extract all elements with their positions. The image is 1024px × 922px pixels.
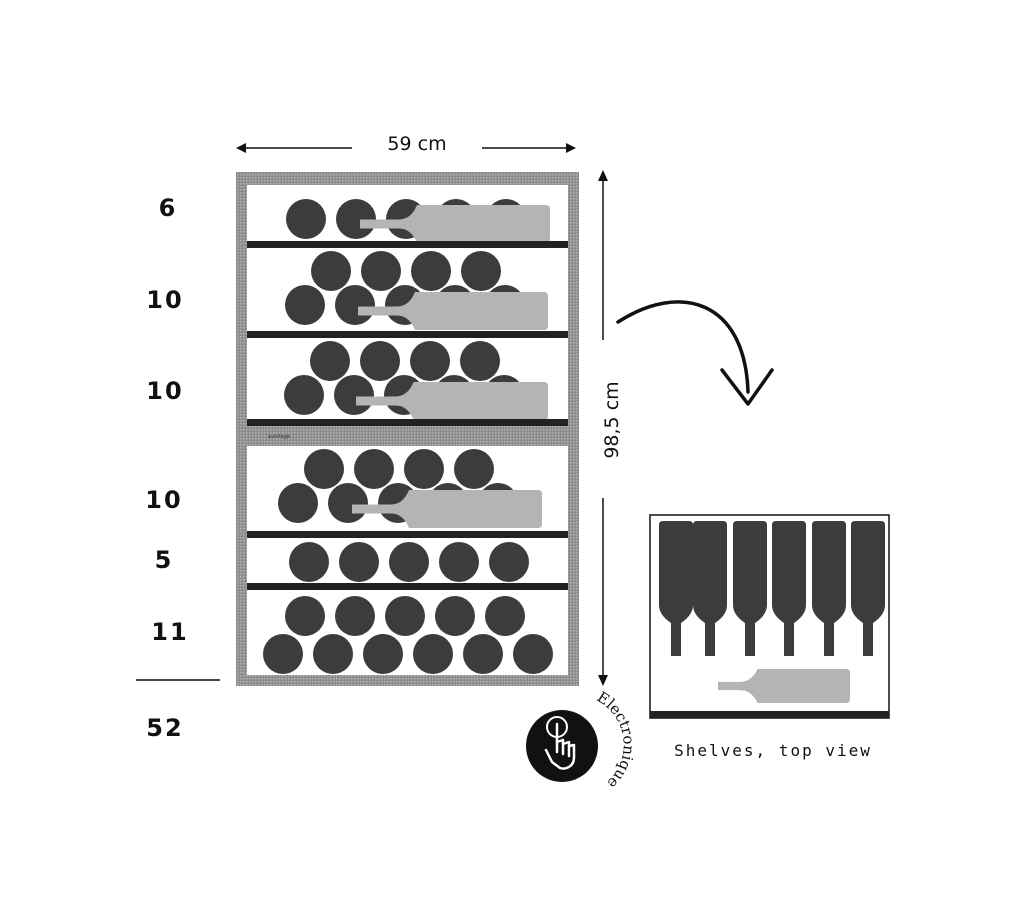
lying-bottle-shape: [352, 490, 542, 528]
top-view-upright-bottle: [851, 521, 885, 656]
badge-label: Electronique: [594, 688, 638, 793]
lying-bottle: [360, 205, 550, 243]
bottle-end: [461, 251, 501, 291]
bottle-end: [454, 449, 494, 489]
shelf-count-5: 5: [155, 546, 174, 574]
shelf-layer: [247, 199, 568, 674]
top-view-lying-bottle: [718, 669, 850, 703]
shelf-2: [247, 251, 568, 338]
top-view-bottles: [659, 521, 885, 703]
bottle-end: [411, 251, 451, 291]
bottle-end: [363, 634, 403, 674]
top-view-lying-bottle-shape: [718, 669, 850, 703]
bottle-end: [336, 199, 376, 239]
top-view-shelf-bar: [650, 711, 889, 718]
shelf-1: [247, 199, 568, 248]
top-view-upright-bottle: [659, 521, 693, 656]
bottle-end: [285, 285, 325, 325]
top-view-upright-bottle: [772, 521, 806, 656]
shelf-bar: [247, 331, 568, 338]
shelf-5: [247, 542, 568, 590]
shelf-count-1: 6: [159, 194, 178, 222]
bottle-end: [328, 483, 368, 523]
lying-bottle: [358, 292, 548, 330]
bottle-end: [339, 542, 379, 582]
bottle-end: [310, 341, 350, 381]
bottle-end: [389, 542, 429, 582]
shelf-4: [247, 449, 568, 538]
bottle-end: [286, 199, 326, 239]
bottle-end: [335, 596, 375, 636]
bottle-end: [385, 596, 425, 636]
height-dimension: 98,5 cm: [598, 170, 623, 686]
top-view-upright-bottle: [812, 521, 846, 656]
top-view-caption: Shelves, top view: [674, 741, 872, 760]
cabinet: avintage: [236, 172, 579, 686]
bottle-end: [285, 596, 325, 636]
shelf-6: [263, 596, 553, 674]
bottle-end: [360, 341, 400, 381]
control-panel: [247, 426, 568, 446]
bottle-end: [263, 634, 303, 674]
brand-label: avintage: [268, 434, 290, 440]
lying-bottle-shape: [356, 382, 548, 420]
touch-hand-icon: [544, 716, 576, 770]
bottle-end: [361, 251, 401, 291]
lying-bottle-shape: [360, 205, 550, 243]
shelf-count-4: 10: [145, 486, 182, 514]
bottle-end: [289, 542, 329, 582]
bottle-end: [335, 285, 375, 325]
width-label: 59 cm: [387, 133, 446, 155]
lying-bottle-shape: [358, 292, 548, 330]
bottle-end: [439, 542, 479, 582]
lying-bottle: [356, 382, 548, 420]
shelf-3: [247, 341, 568, 426]
top-view-upright-bottle: [693, 521, 727, 656]
curved-arrowhead: [720, 368, 774, 406]
badge-label-path: Electronique: [594, 688, 638, 793]
shelf-bar: [247, 419, 568, 426]
curved-arrow-path: [616, 300, 750, 394]
bottle-end: [404, 449, 444, 489]
shelf-count-3: 10: [146, 377, 183, 405]
width-arrowhead-left: [236, 143, 246, 153]
shelf-bar: [247, 583, 568, 590]
bottle-end: [413, 634, 453, 674]
shelf-bar: [247, 531, 568, 538]
bottle-end: [284, 375, 324, 415]
bottle-end: [513, 634, 553, 674]
bottle-end: [311, 251, 351, 291]
bottle-end: [410, 341, 450, 381]
bottle-end: [489, 542, 529, 582]
top-view-panel: Shelves, top view: [649, 514, 890, 760]
bottle-end: [313, 634, 353, 674]
bottle-end: [435, 596, 475, 636]
bottle-end: [334, 375, 374, 415]
shelf-count-2: 10: [146, 286, 183, 314]
height-arrowhead-top: [598, 170, 608, 181]
bottle-end: [463, 634, 503, 674]
total-count: 52: [146, 714, 183, 742]
width-dimension: 59 cm: [236, 133, 576, 155]
curved-arrow: [616, 300, 774, 406]
bottle-end: [278, 483, 318, 523]
width-arrowhead-right: [566, 143, 576, 153]
bottle-end: [304, 449, 344, 489]
shelf-bar: [247, 241, 568, 248]
electronic-badge: Electronique: [526, 688, 638, 793]
height-arrowhead-bottom: [598, 675, 608, 686]
bottle-end: [460, 341, 500, 381]
lying-bottle: [352, 490, 542, 528]
top-view-upright-bottle: [733, 521, 767, 656]
bottle-end: [485, 596, 525, 636]
height-label: 98,5 cm: [601, 381, 623, 458]
shelf-count-6: 11: [151, 618, 188, 646]
shelf-counts: 6 10 10 10 5 11: [145, 194, 188, 646]
bottle-end: [354, 449, 394, 489]
